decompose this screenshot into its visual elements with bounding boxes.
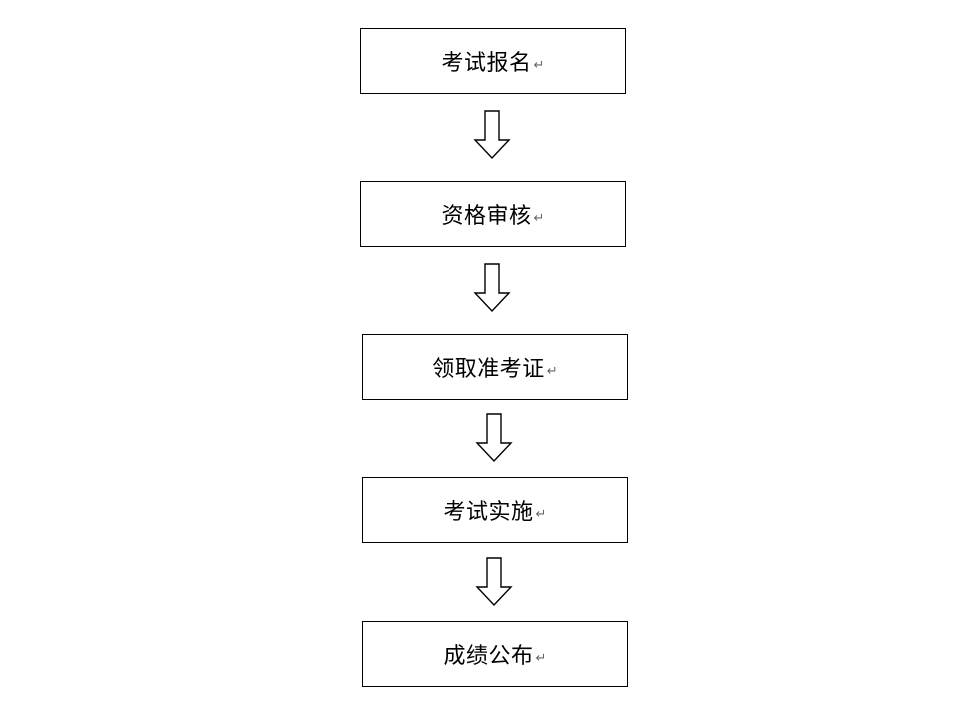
- down-arrow-icon: [474, 413, 514, 463]
- step-label: 成绩公布: [443, 644, 534, 669]
- step-box-exam-implementation: 考试实施↵: [362, 477, 628, 543]
- down-arrow-icon: [472, 110, 512, 160]
- step-box-exam-registration: 考试报名↵: [360, 28, 626, 94]
- step-label: 考试实施: [443, 500, 534, 525]
- step-box-results-announcement: 成绩公布↵: [362, 621, 628, 687]
- paragraph-mark-icon: ↵: [546, 363, 558, 379]
- paragraph-mark-icon: ↵: [535, 506, 547, 522]
- paragraph-mark-icon: ↵: [533, 210, 545, 226]
- paragraph-mark-icon: ↵: [535, 650, 547, 666]
- down-arrow-icon: [474, 557, 514, 607]
- step-label: 领取准考证: [432, 357, 545, 382]
- down-arrow-icon: [472, 263, 512, 313]
- step-label: 资格审核: [441, 204, 532, 229]
- step-label: 考试报名: [441, 51, 532, 76]
- step-box-admission-ticket: 领取准考证↵: [362, 334, 628, 400]
- paragraph-mark-icon: ↵: [533, 57, 545, 73]
- step-box-qualification-review: 资格审核↵: [360, 181, 626, 247]
